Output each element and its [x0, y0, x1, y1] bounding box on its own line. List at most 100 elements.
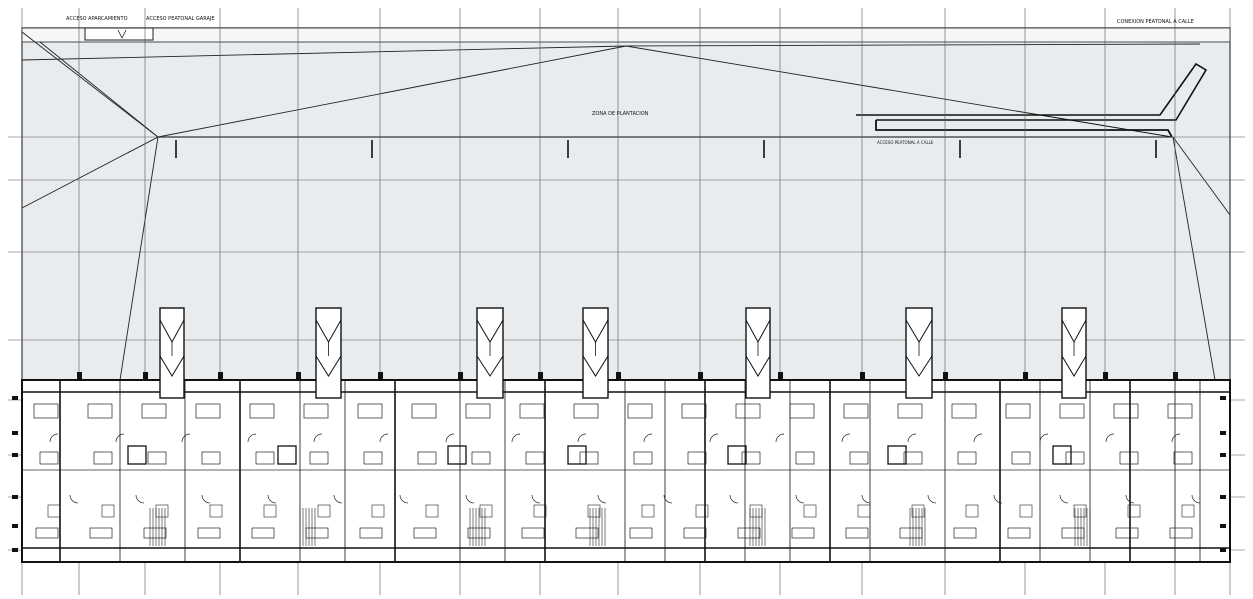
door-swing: [1125, 494, 1135, 504]
elevator-core: [887, 445, 907, 465]
furniture: [465, 403, 491, 419]
furniture: [951, 403, 977, 419]
furniture: [897, 403, 923, 419]
door-swing: [333, 494, 343, 504]
furniture: [957, 451, 977, 465]
furniture: [1181, 504, 1195, 518]
door-swing: [597, 494, 607, 504]
entrance-post: [778, 372, 783, 380]
parking-access-box: [84, 27, 154, 41]
furniture: [525, 451, 545, 465]
stair-tower: [159, 307, 185, 399]
elevator-core: [567, 445, 587, 465]
facade-tick: [12, 396, 18, 400]
door-swing: [181, 433, 191, 443]
furniture: [39, 451, 59, 465]
furniture: [741, 451, 761, 465]
furniture: [795, 451, 815, 465]
furniture: [695, 504, 709, 518]
furniture: [519, 403, 545, 419]
furniture: [1119, 451, 1139, 465]
furniture: [1073, 504, 1087, 518]
entrance-post: [378, 372, 383, 380]
furniture: [845, 527, 869, 539]
label-access-parking: ACCESO APARCAMIENTO: [66, 16, 128, 22]
facade-tick: [1220, 453, 1226, 457]
entrance-post: [77, 372, 82, 380]
furniture: [521, 527, 545, 539]
stair-tower: [745, 307, 771, 399]
door-swing: [531, 494, 541, 504]
furniture: [101, 504, 115, 518]
door-swing: [267, 494, 277, 504]
furniture: [641, 504, 655, 518]
furniture: [579, 451, 599, 465]
furniture: [413, 527, 437, 539]
furniture: [735, 403, 761, 419]
facade-tick: [12, 524, 18, 528]
elevator-core: [277, 445, 297, 465]
door-swing: [511, 433, 521, 443]
stair-tower: [315, 307, 342, 399]
door-swing: [663, 494, 673, 504]
door-swing: [729, 494, 739, 504]
furniture: [791, 527, 815, 539]
entrance-post: [1023, 372, 1028, 380]
furniture: [789, 403, 815, 419]
furniture: [911, 504, 925, 518]
furniture: [141, 403, 167, 419]
entrance-post: [143, 372, 148, 380]
furniture: [255, 451, 275, 465]
furniture: [1011, 451, 1031, 465]
label-access-pedestrian-garage: ACCESO PEATONAL GARAJE: [146, 16, 215, 22]
entrance-post: [296, 372, 301, 380]
furniture: [201, 451, 221, 465]
door-swing: [379, 433, 389, 443]
entrance-post: [218, 372, 223, 380]
entrance-post: [616, 372, 621, 380]
furniture: [197, 527, 221, 539]
stair-towers: [159, 307, 1087, 399]
door-swing: [465, 494, 475, 504]
furniture: [33, 403, 59, 419]
furniture: [357, 403, 383, 419]
furniture: [263, 504, 277, 518]
entrance-post: [943, 372, 948, 380]
furniture: [195, 403, 221, 419]
furniture: [687, 451, 707, 465]
furniture: [843, 403, 869, 419]
door-swing: [861, 494, 871, 504]
furniture: [479, 504, 493, 518]
furniture: [471, 451, 491, 465]
door-swing: [201, 494, 211, 504]
door-swing: [1039, 433, 1049, 443]
door-swing: [927, 494, 937, 504]
furniture: [249, 403, 275, 419]
furniture: [1019, 504, 1033, 518]
parking-access-arrow: [117, 29, 127, 39]
furniture: [251, 527, 275, 539]
furniture: [1173, 451, 1193, 465]
door-swing: [69, 494, 79, 504]
furniture: [317, 504, 331, 518]
door-swing: [993, 494, 1003, 504]
entrance-post: [1173, 372, 1178, 380]
entrance-post: [698, 372, 703, 380]
door-swing: [247, 433, 257, 443]
door-swing: [1171, 433, 1181, 443]
furniture: [857, 504, 871, 518]
door-swing: [313, 433, 323, 443]
door-swing: [1191, 494, 1201, 504]
door-swing: [907, 433, 917, 443]
furniture: [411, 403, 437, 419]
furniture: [533, 504, 547, 518]
facade-tick: [1220, 524, 1226, 528]
furniture: [417, 451, 437, 465]
furniture: [1059, 403, 1085, 419]
furniture: [359, 527, 383, 539]
door-swing: [795, 494, 805, 504]
furniture: [35, 527, 59, 539]
elevator-core: [447, 445, 467, 465]
furniture: [89, 527, 113, 539]
